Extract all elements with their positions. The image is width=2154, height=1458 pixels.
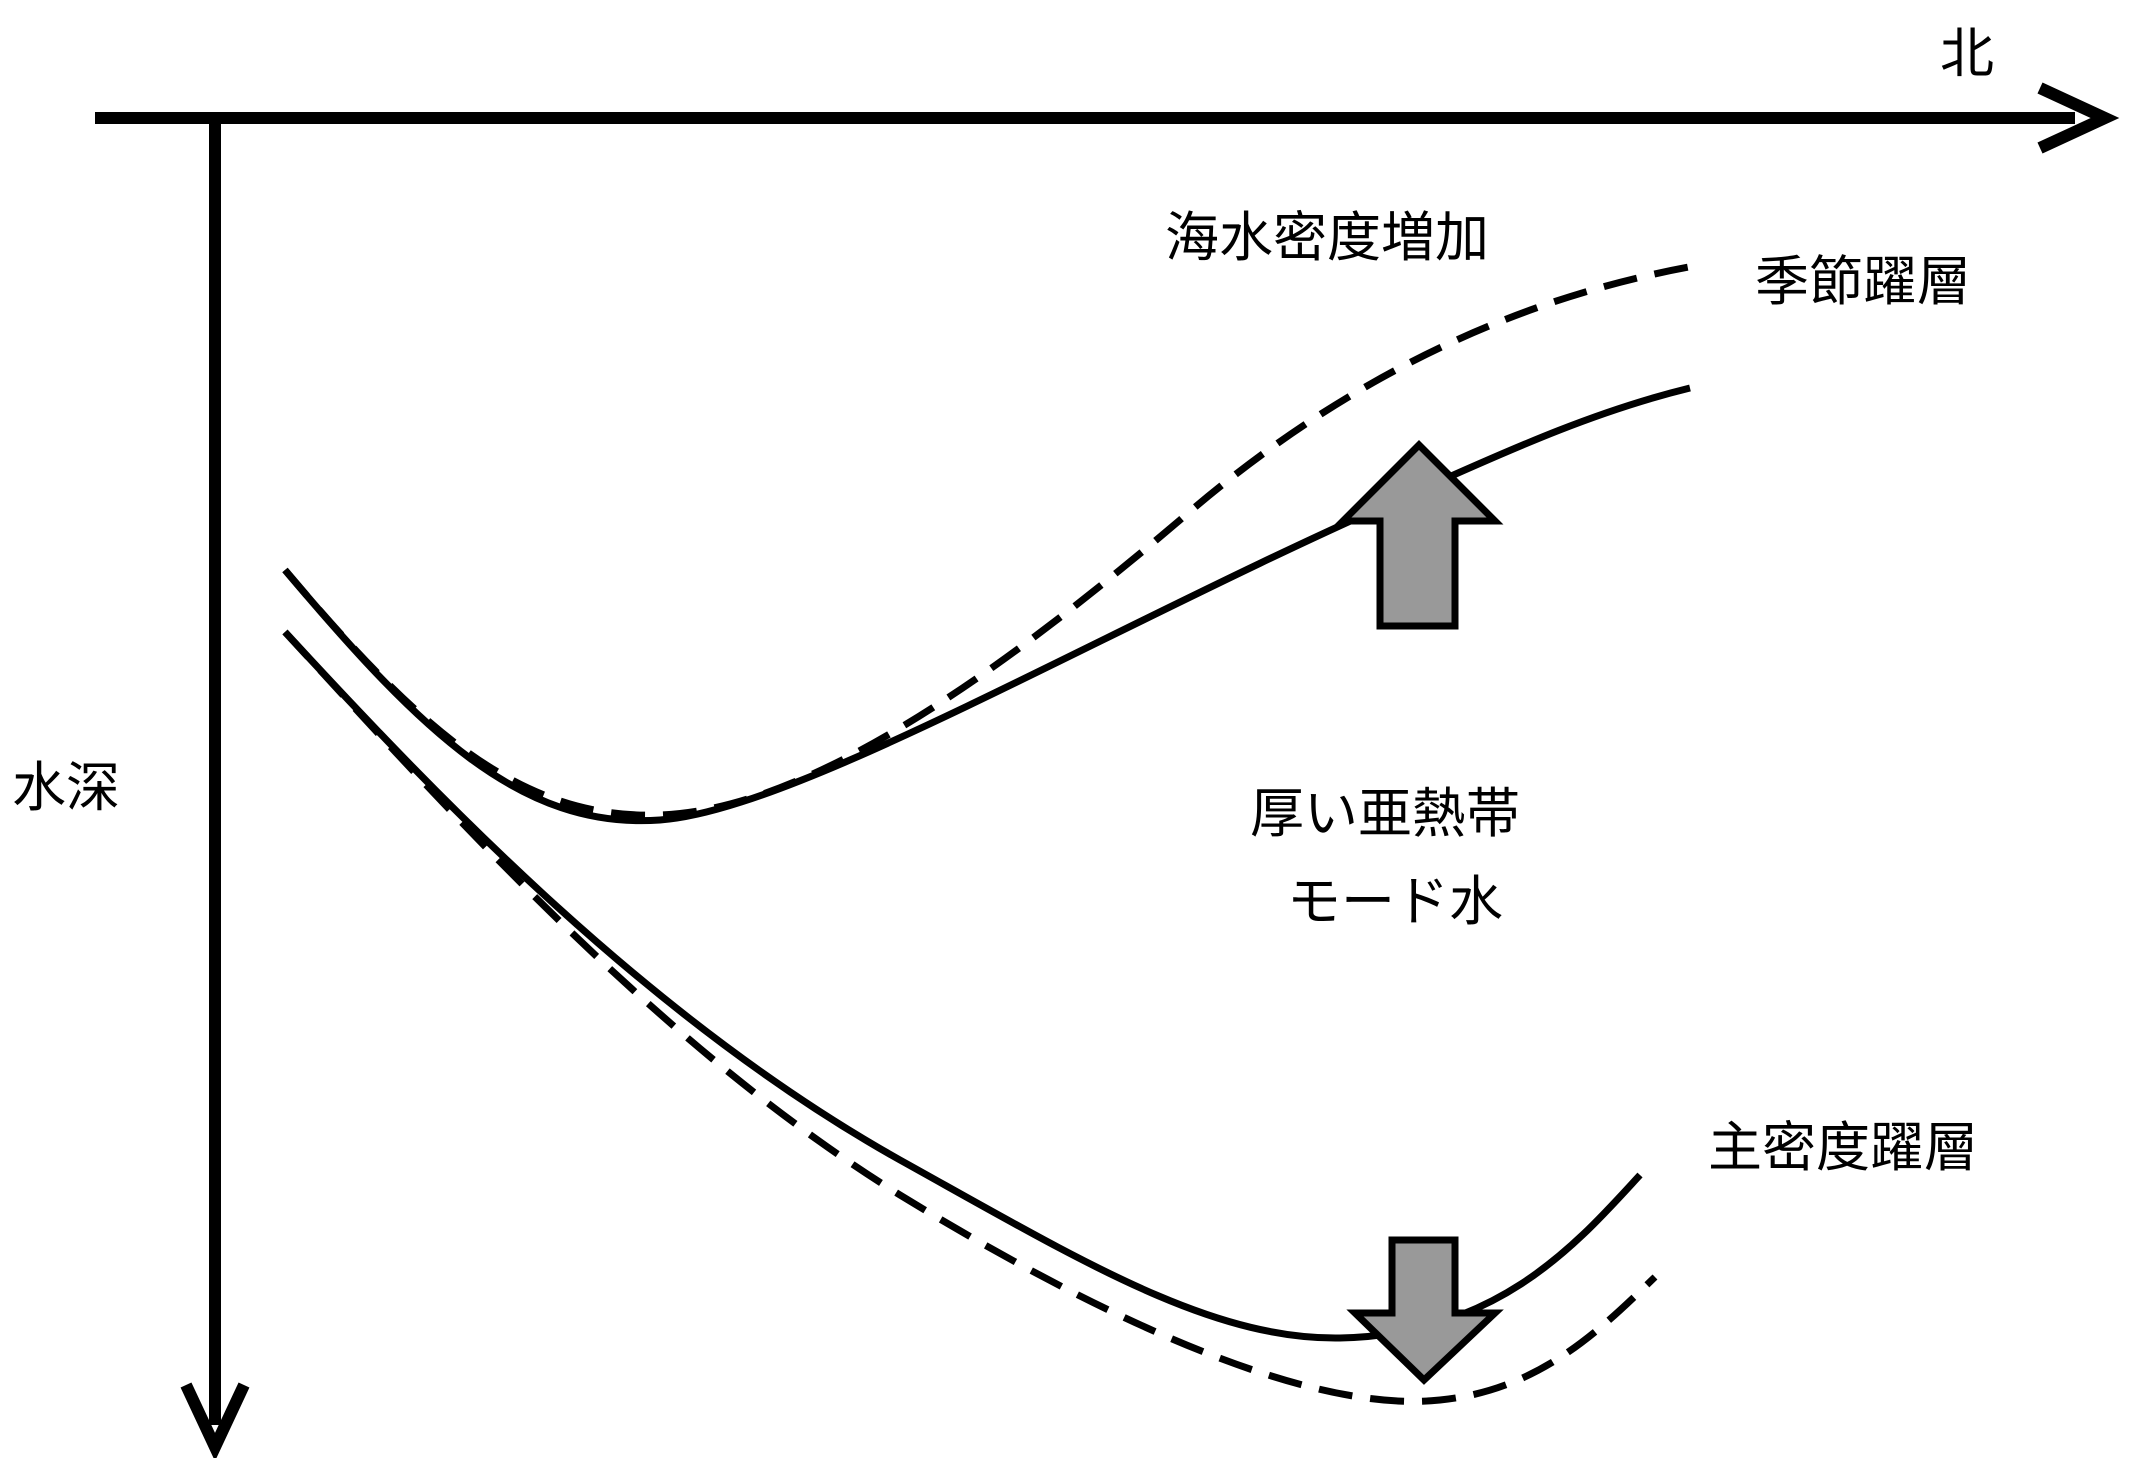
down-arrow-icon xyxy=(1346,1236,1504,1385)
main-pycnocline-solid xyxy=(282,629,1643,1342)
seasonal-pycnocline-dashed xyxy=(282,261,1701,819)
north-arrowhead xyxy=(2037,82,2120,154)
mode-water-label-line1: 厚い亜熱帯 xyxy=(1250,782,1520,845)
north-axis xyxy=(95,82,2120,154)
seasonal-pycnocline-solid xyxy=(282,384,1691,825)
main-pycnocline-dashed xyxy=(282,629,1658,1405)
seasonal-pycnocline-label: 季節躍層 xyxy=(1755,250,1971,313)
mode-water-label-line2: モード水 xyxy=(1287,870,1503,933)
depth-axis xyxy=(180,118,250,1458)
depth-label: 水深 xyxy=(12,756,120,819)
north-label: 北 xyxy=(1940,22,1994,85)
depth-arrowhead xyxy=(180,1382,250,1458)
density-increase-label: 海水密度増加 xyxy=(1165,206,1489,269)
up-arrow-icon xyxy=(1334,440,1504,630)
main-pycnocline-label: 主密度躍層 xyxy=(1708,1116,1978,1179)
